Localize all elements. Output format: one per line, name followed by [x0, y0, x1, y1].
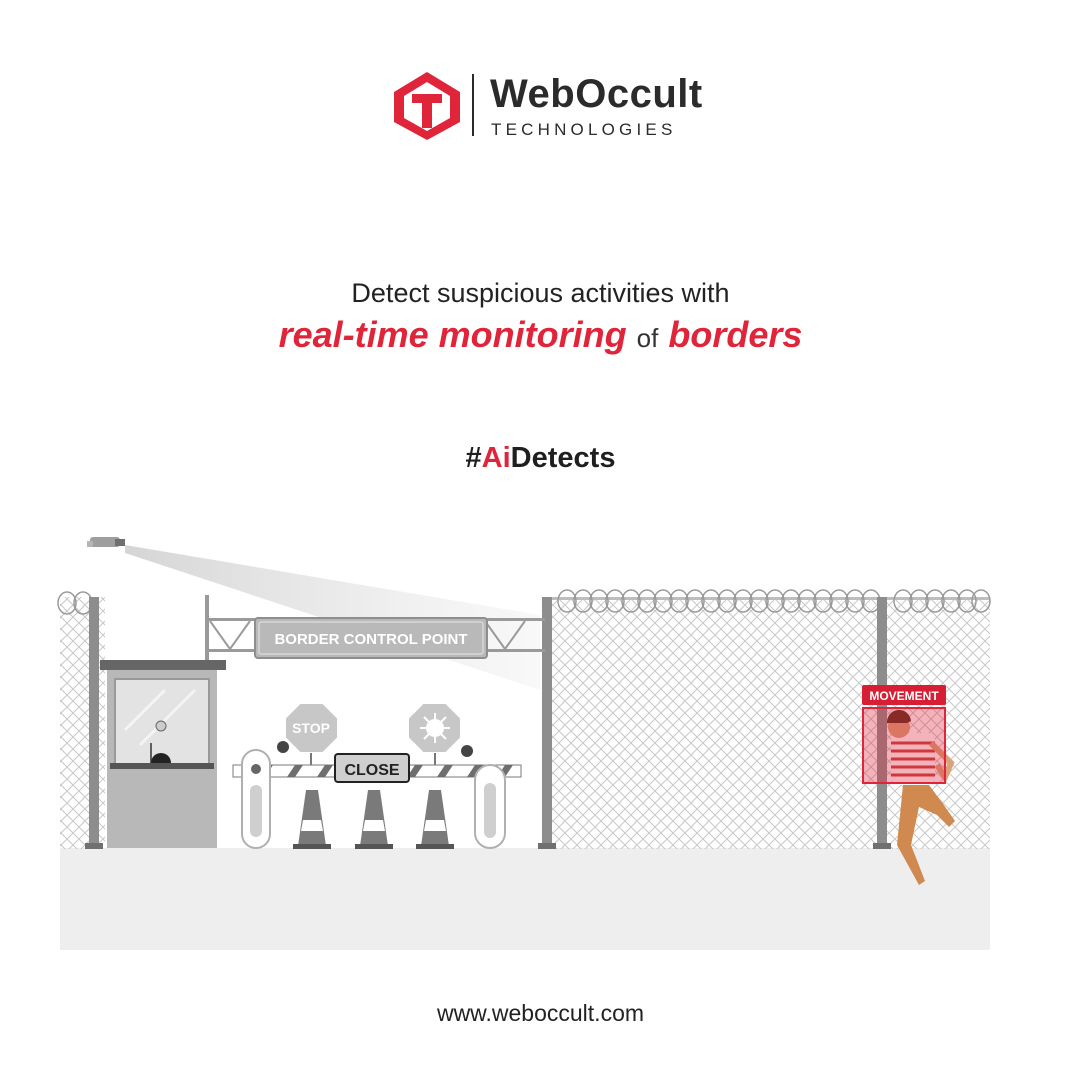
- fence-post-middle: [542, 597, 552, 849]
- website-link[interactable]: www.weboccult.com: [436, 1000, 645, 1026]
- traffic-cone-icon: [355, 790, 393, 849]
- detection-label: MOVEMENT: [869, 689, 939, 703]
- detection-box: [862, 707, 946, 784]
- logo-divider: [472, 74, 474, 136]
- fence-post-left: [89, 597, 99, 849]
- fence-post-right: [877, 597, 887, 849]
- brand-tagline: TECHNOLOGIES: [491, 120, 677, 139]
- barrier-post-left: [241, 749, 271, 849]
- traffic-cone-icon: [293, 790, 331, 849]
- security-camera-icon: [87, 537, 125, 547]
- guard-booth-roof: [100, 660, 226, 670]
- barrier-post-right: [474, 764, 506, 849]
- svg-text:STOP: STOP: [292, 720, 330, 736]
- border-control-sign: [254, 617, 488, 659]
- ground: [60, 848, 990, 950]
- headline-line2: real-time monitoring of borders: [0, 314, 1081, 356]
- headline-line1: Detect suspicious activities with: [351, 278, 730, 308]
- running-person: [886, 709, 955, 885]
- sign-text: BORDER CONTROL POINT: [274, 631, 467, 648]
- border-scene-illustration: BORDER CONTROL POINT STOP CLOSE: [57, 537, 991, 950]
- hashtag: #AiDetects: [465, 442, 616, 474]
- virus-sign-icon: [407, 702, 462, 765]
- headline-phrase2: borders: [668, 314, 803, 355]
- warning-light-right: [461, 745, 473, 757]
- brand-name: WebOccult: [490, 72, 703, 116]
- close-text: CLOSE: [344, 762, 399, 779]
- warning-light-left: [277, 741, 289, 753]
- stop-sign: STOP: [284, 702, 339, 765]
- headline-connector: of: [636, 323, 659, 353]
- headline-phrase1: real-time monitoring: [278, 314, 627, 355]
- webocult-arrow-shield-icon: [394, 72, 460, 140]
- brand-logo: WebOccult TECHNOLOGIES: [392, 70, 702, 142]
- detection-label-bg: [862, 685, 946, 705]
- traffic-cone-icon: [416, 790, 454, 849]
- close-plate: [334, 753, 410, 783]
